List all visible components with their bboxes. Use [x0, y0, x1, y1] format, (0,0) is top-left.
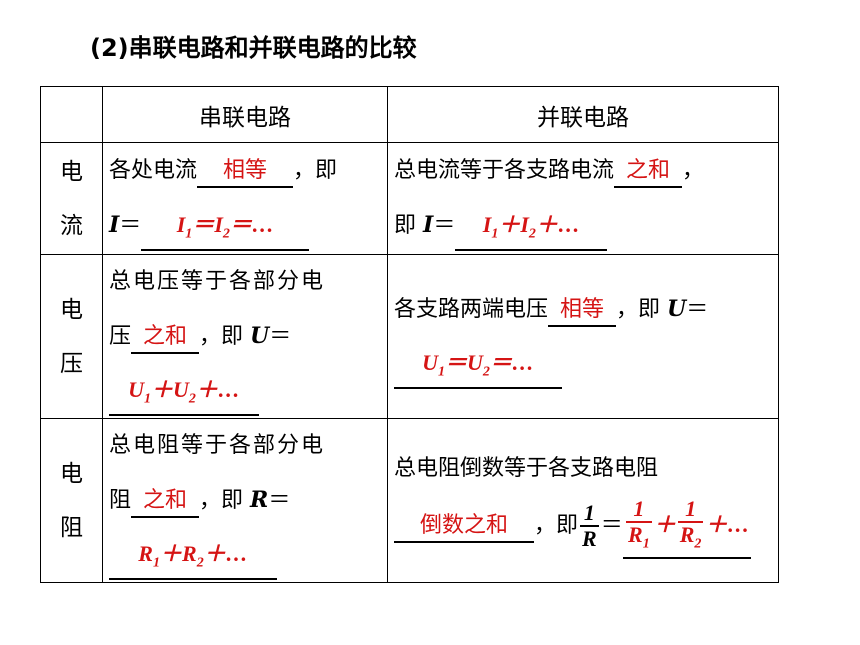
- parallel-voltage-cell: 各支路两端电压相等，即 U＝ U1＝U2＝…: [387, 254, 779, 419]
- series-voltage-cell: 总电压等于各部分电 压之和，即 U＝ U1＋U2＋…: [102, 254, 388, 419]
- table-row-current: 电 流 各处电流相等，即 I＝I1＝I2＝… 总电流等于各支路电流之和， 即 I…: [40, 142, 779, 255]
- header-parallel: 并联电路: [387, 86, 779, 143]
- table-header-row: 串联电路 并联电路: [40, 86, 779, 143]
- row-head-current: 电 流: [40, 142, 103, 255]
- header-blank: [40, 86, 103, 143]
- blank-parallel-resistance: 倒数之和: [394, 511, 534, 544]
- header-series: 串联电路: [102, 86, 388, 143]
- comparison-table: 串联电路 并联电路 电 流 各处电流相等，即 I＝I1＝I2＝… 总电流等于各支…: [40, 86, 779, 583]
- row-head-resistance: 电 阻: [40, 418, 103, 583]
- blank-parallel-current: 之和: [614, 156, 683, 188]
- table-row-voltage: 电 压 总电压等于各部分电 压之和，即 U＝ U1＋U2＋… 各支路两端电压相等…: [40, 254, 779, 419]
- answer-series-current: I1＝I2＝…: [141, 210, 310, 252]
- blank-series-voltage: 之和: [131, 322, 200, 354]
- row-head-voltage: 电 压: [40, 254, 103, 419]
- series-current-cell: 各处电流相等，即 I＝I1＝I2＝…: [102, 142, 388, 255]
- blank-parallel-voltage: 相等: [548, 295, 617, 327]
- series-resistance-cell: 总电阻等于各部分电 阻之和，即 R＝ R1＋R2＋…: [102, 418, 388, 583]
- answer-parallel-current: I1＋I2＋…: [455, 210, 608, 252]
- answer-series-resistance: R1＋R2＋…: [109, 539, 277, 581]
- answer-series-voltage: U1＋U2＋…: [109, 375, 259, 417]
- blank-series-resistance: 之和: [131, 486, 200, 518]
- parallel-current-cell: 总电流等于各支路电流之和， 即 I＝I1＋I2＋…: [387, 142, 779, 255]
- table-row-resistance: 电 阻 总电阻等于各部分电 阻之和，即 R＝ R1＋R2＋… 总电阻倒数等于各支…: [40, 418, 779, 583]
- answer-parallel-voltage: U1＝U2＝…: [394, 348, 562, 390]
- page-title: (2)串联电路和并联电路的比较: [90, 34, 417, 62]
- blank-series-current: 相等: [197, 156, 294, 188]
